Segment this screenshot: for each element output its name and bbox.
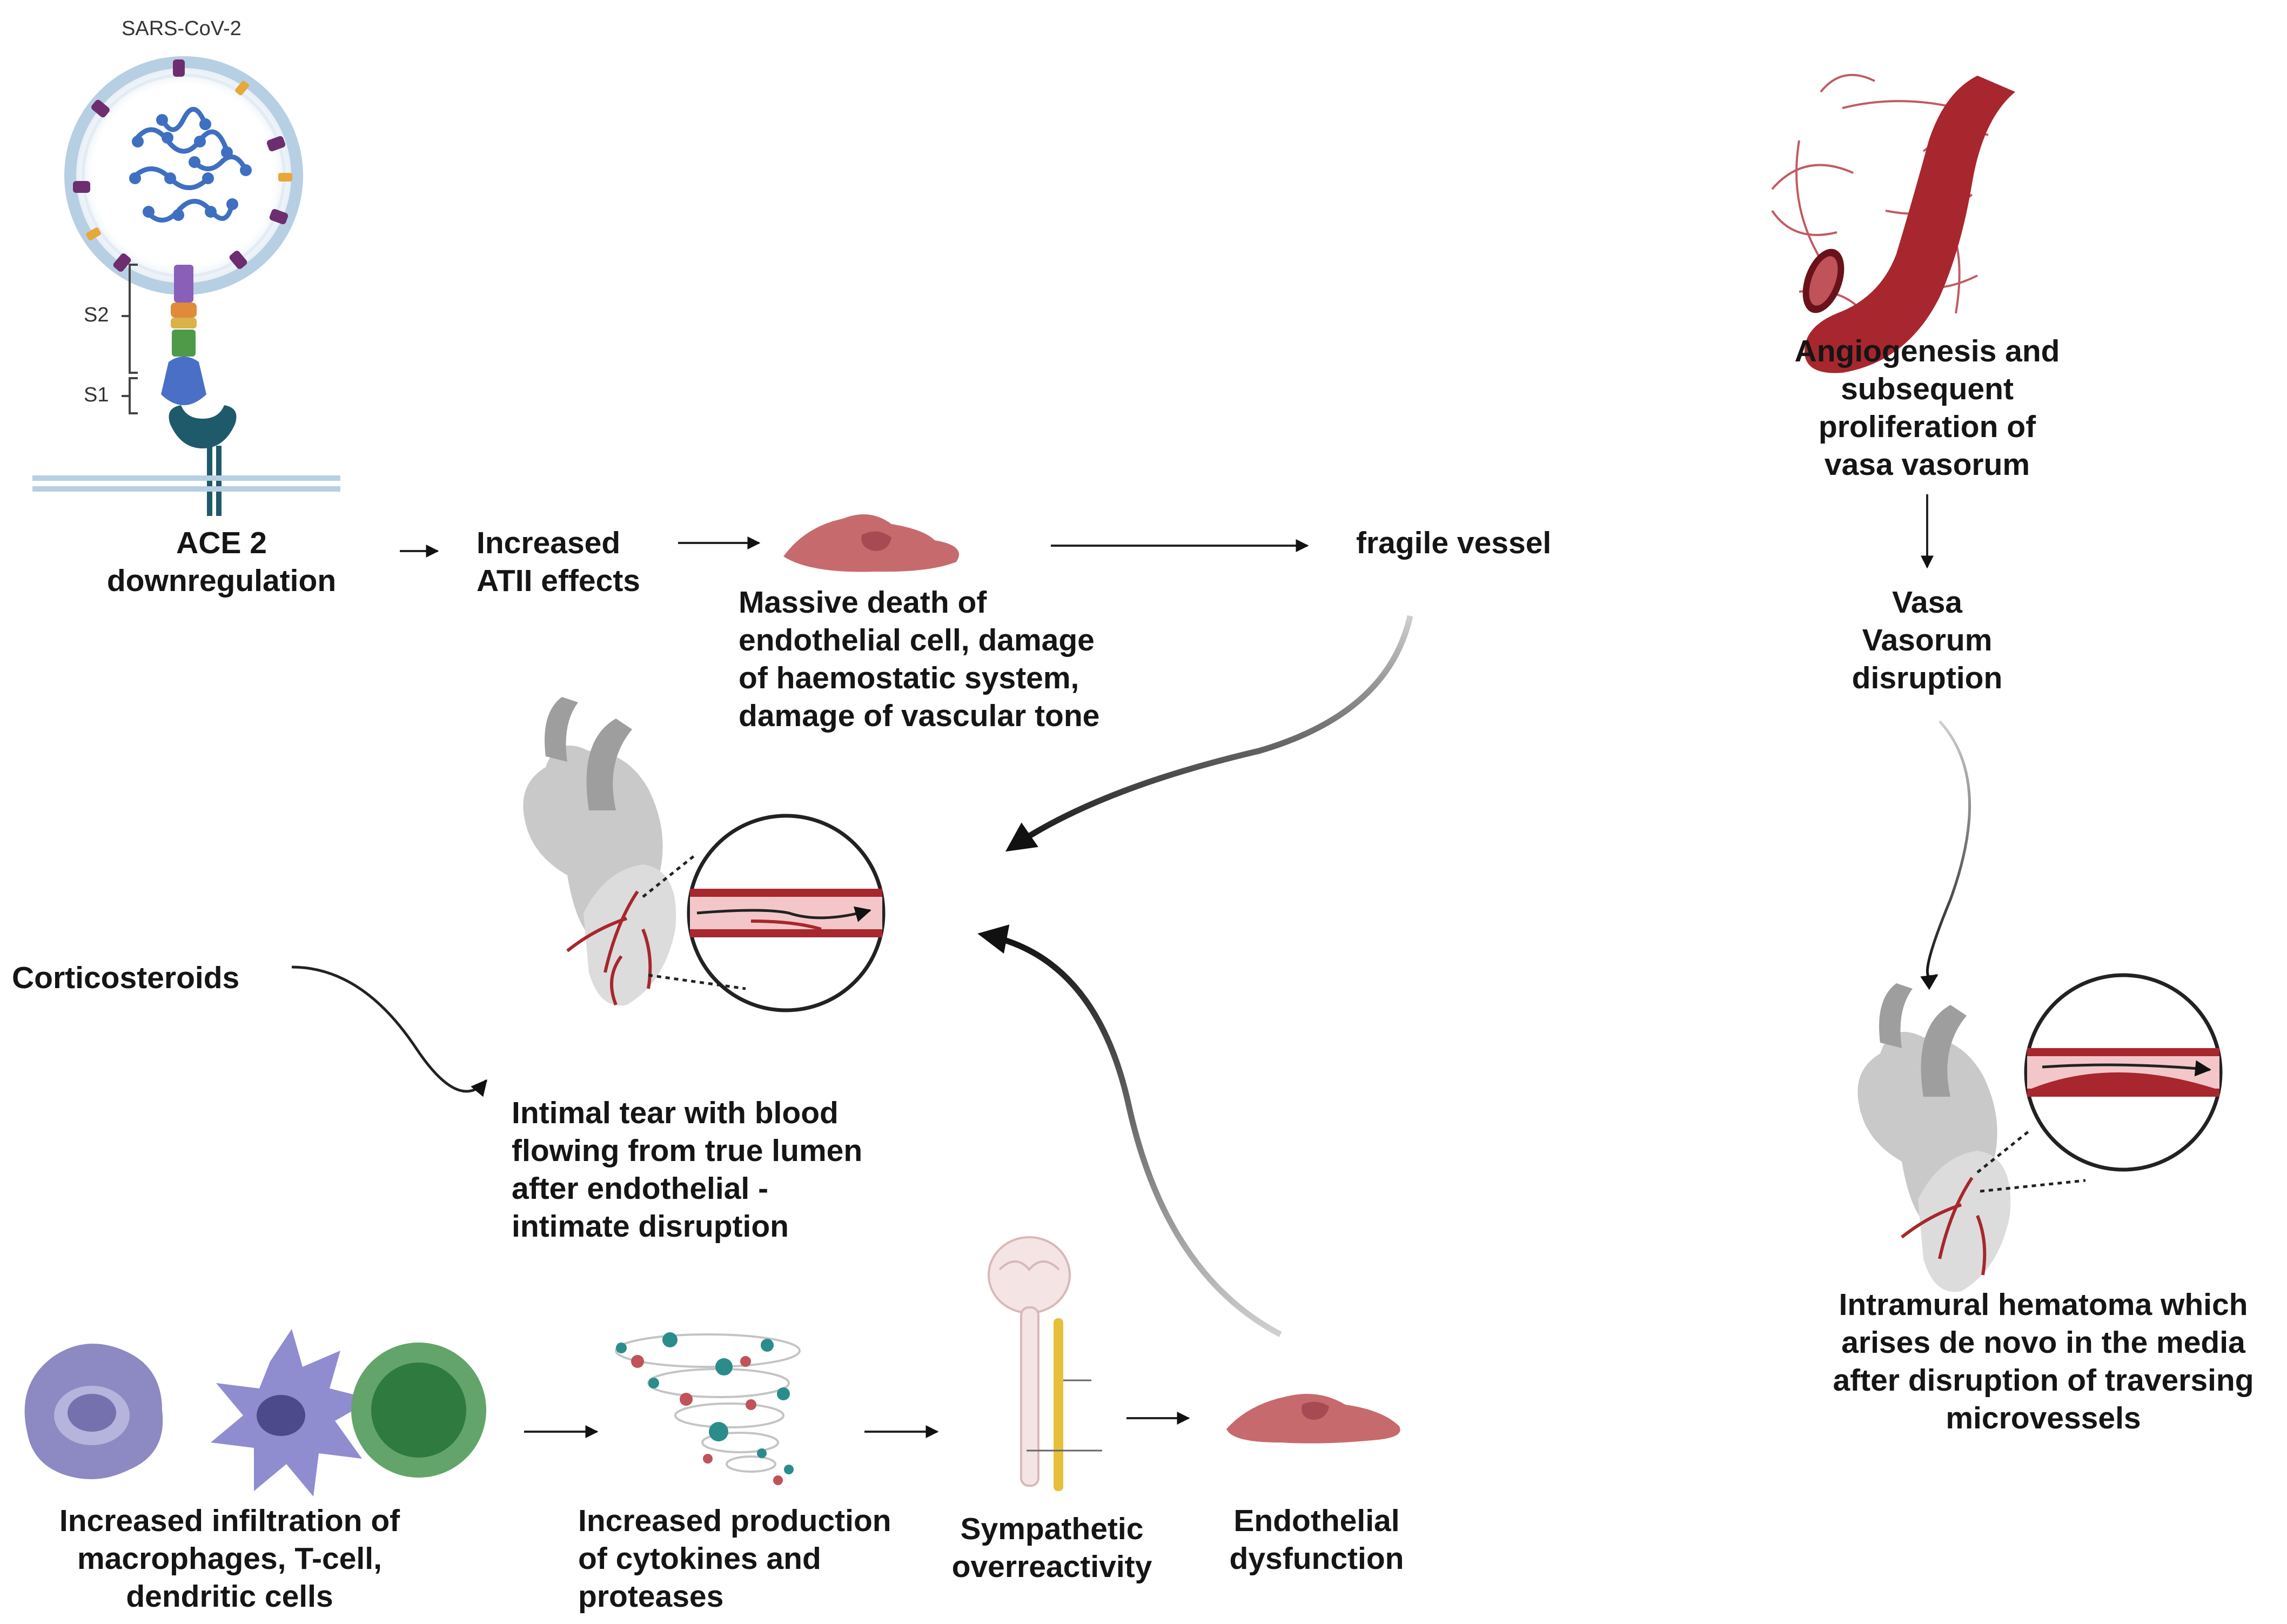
immune-infiltration-label: Increased infiltration of macrophages, T…: [59, 1504, 400, 1614]
t-cell-illustration: [351, 1343, 486, 1478]
arrow-endo-dysfunction-to-intimal-tear: [977, 924, 1282, 1337]
fragile-vessel-label: fragile vessel: [1356, 526, 1552, 560]
macrophage-illustration: [24, 1344, 163, 1479]
arrow-vasa-disruption-to-hematoma: [1920, 720, 1971, 990]
virus-name-label: SARS-CoV-2: [122, 17, 242, 40]
cytokines-production-label: Increased production of cytokines and pr…: [578, 1504, 891, 1614]
angiogenesis-label: Angiogenesis and subsequent proliferatio…: [1794, 334, 2060, 482]
damaged-endothelial-cell-illustration: [783, 514, 959, 572]
arrow-corticosteroids-to-intimal-tear: [291, 965, 487, 1097]
heart-intramural-hematoma-illustration: [1857, 973, 2223, 1292]
arrow-fragile-to-intimal-tear: [1005, 615, 1413, 852]
sympathetic-overreactivity-label: Sympathetic overreactivity: [951, 1512, 1152, 1584]
vasa-vasorum-disruption-label: Vasa Vasorum disruption: [1852, 585, 2003, 695]
intimal-tear-label: Intimal tear with blood flowing from tru…: [512, 1096, 863, 1244]
s2-label: S2: [84, 304, 109, 326]
spike-protein-ace2-illustration: [32, 264, 340, 516]
heart-intimal-tear-illustration: [523, 697, 886, 1012]
endothelial-death-label: Massive death of endothelial cell, damag…: [739, 585, 1100, 733]
dendritic-cell-illustration: [211, 1329, 373, 1497]
vasa-vasorum-vessel-illustration: [1771, 73, 2015, 373]
sympathetic-nervous-system-illustration: [988, 1236, 1102, 1491]
endothelial-dysfunction-label: Endothelial dysfunction: [1229, 1504, 1404, 1576]
corticosteroids-label: Corticosteroids: [12, 961, 240, 995]
s1-label: S1: [84, 384, 109, 406]
cytokine-storm-illustration: [615, 1332, 801, 1485]
flow-arrows: [291, 494, 1971, 1438]
dysfunctional-endothelial-cell-illustration: [1226, 1394, 1400, 1444]
sars-cov-2-virus-illustration: [64, 56, 303, 295]
intramural-hematoma-label: Intramural hematoma which arises de novo…: [1833, 1287, 2254, 1435]
